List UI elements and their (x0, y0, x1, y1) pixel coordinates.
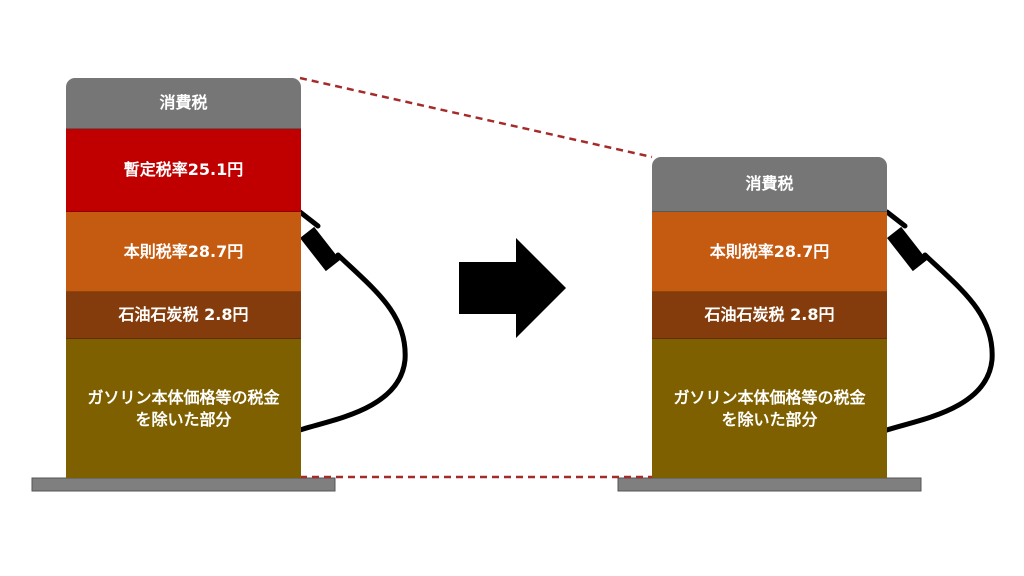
left-main-rate-segment: 本則税率28.7円 (66, 212, 301, 292)
right-ground-base (617, 477, 922, 492)
left-hose (297, 209, 408, 433)
right-base-price-segment: ガソリン本体価格等の税金 を除いた部分 (652, 339, 887, 478)
right-base-price-label-line2: を除いた部分 (721, 409, 818, 429)
right-main-rate-segment: 本則税率28.7円 (652, 212, 887, 292)
left-nozzle-icon (299, 226, 341, 272)
right-consumption-tax-segment: 消費税 (652, 157, 887, 212)
left-petroleum-coal-tax-segment: 石油石炭税 2.8円 (66, 292, 301, 339)
right-arrow-icon (459, 238, 566, 338)
right-main-rate-label: 本則税率28.7円 (709, 241, 830, 261)
right-nozzle-icon (886, 226, 928, 272)
right-hose (884, 209, 995, 433)
right-petroleum-coal-tax-segment: 石油石炭税 2.8円 (652, 292, 887, 339)
left-provisional-rate-segment: 暫定税率25.1円 (66, 129, 301, 212)
left-consumption-tax-label: 消費税 (159, 93, 208, 112)
left-base-price-label-line1: ガソリン本体価格等の税金 (87, 387, 280, 407)
left-ground-base (31, 477, 336, 492)
top-dashed-connector (299, 76, 653, 159)
right-base-price-label-line1: ガソリン本体価格等の税金 (673, 387, 866, 407)
left-main-rate-label: 本則税率28.7円 (123, 241, 244, 261)
left-base-price-segment: ガソリン本体価格等の税金 を除いた部分 (66, 339, 301, 478)
left-consumption-tax-segment: 消費税 (66, 78, 301, 129)
right-consumption-tax-label: 消費税 (745, 174, 794, 193)
left-base-price-label-line2: を除いた部分 (135, 409, 232, 429)
left-petroleum-coal-tax-label: 石油石炭税 2.8円 (118, 305, 249, 324)
left-provisional-rate-label: 暫定税率25.1円 (123, 160, 244, 179)
right-petroleum-coal-tax-label: 石油石炭税 2.8円 (704, 305, 835, 324)
